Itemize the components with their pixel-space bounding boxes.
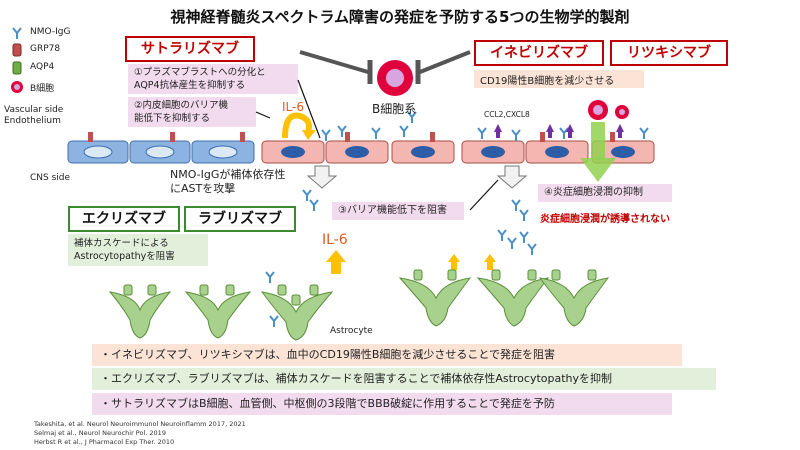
note-satra-1: ①プラズマブラストへの分化と AQP4抗体産生を抑制する <box>128 64 298 94</box>
summary-1: ・イネビリズマブ、リツキシマブは、血中のCD19陽性B細胞を減少させることで発症… <box>92 344 682 366</box>
hollow-arrow-right <box>496 165 528 189</box>
note-satra-2: ②内皮細胞のバリア機 能低下を抑制する <box>128 97 256 127</box>
label-il6-top: IL-6 <box>282 100 304 114</box>
astrocyte-group-right <box>398 269 610 327</box>
summary-2: ・エクリズマブ、ラブリズマブは、補体カスケードを阻害することで補体依存性Astr… <box>92 368 716 390</box>
label-ccl: CCL2,CXCL8 <box>484 110 530 119</box>
reference-3: Herbst R et al., J Pharmacol Exp Ther. 2… <box>34 438 175 446</box>
hollow-arrow-left <box>306 165 338 189</box>
note-inflam-red: 炎症細胞浸潤が誘導されない <box>540 214 670 225</box>
note-cd19: CD19陽性B細胞を減少させる <box>474 70 644 88</box>
note-barrier: ③バリア機能低下を阻害 <box>332 202 464 220</box>
antibody-icon <box>12 27 22 39</box>
b-cells-right <box>588 100 629 120</box>
drug-rituximab: リツキシマブ <box>610 40 728 66</box>
label-cns-side: CNS side <box>30 173 71 183</box>
note-inflam: ④炎症細胞浸潤の抑制 <box>538 184 672 202</box>
label-b-cell-system: B細胞系 <box>372 102 417 116</box>
reference-1: Takeshita, et al. Neurol Neuroimmunol Ne… <box>34 420 246 428</box>
endothelium-row <box>67 132 655 164</box>
inhibition-bar-right <box>415 50 471 84</box>
astrocyte-group-left <box>108 284 334 341</box>
legend-label-grp78: GRP78 <box>30 44 61 54</box>
legend-label-aqp4: AQP4 <box>30 62 55 72</box>
il6-curved-arrow <box>282 112 316 140</box>
inhibition-bar-left <box>299 50 373 84</box>
aqp4-cylinder-icon <box>12 61 22 75</box>
drug-eculizumab: エクリズマブ <box>68 206 180 232</box>
b-cell-icon <box>11 81 23 93</box>
label-astrocyte: Astrocyte <box>330 326 373 336</box>
chemokine-arrows <box>494 124 624 138</box>
label-il6-mid: IL-6 <box>322 232 348 248</box>
label-nmo-attack: NMO-IgGが補体依存性 にASTを攻撃 <box>170 168 286 195</box>
b-cell-system-icon <box>377 60 413 96</box>
antibodies-cns <box>265 189 537 327</box>
grp78-cylinder-icon <box>12 43 22 57</box>
legend: NMO-IgG GRP78 AQP4 B細胞 <box>6 26 116 104</box>
note-complement: 補体カスケードによる Astrocytopathyを阻害 <box>68 234 208 266</box>
drug-ravulizumab: ラブリズマブ <box>184 206 296 232</box>
drug-satralizumab: サトラリズマブ <box>125 36 255 62</box>
label-vascular-side: Vascular side Endothelium <box>4 105 64 126</box>
inflammation-arrow <box>580 122 616 182</box>
il6-up-arrows <box>326 250 496 274</box>
drug-inebilizumab: イネビリズマブ <box>474 40 604 66</box>
page-title: 視神経脊髄炎スペクトラム障害の発症を予防する5つの生物学的製剤 <box>170 8 630 26</box>
legend-label-nmo: NMO-IgG <box>30 27 71 37</box>
legend-label-bcell: B細胞 <box>30 84 55 94</box>
reference-2: Selmaj et al., Neurol Neurochir Pol. 201… <box>34 429 166 437</box>
summary-3: ・サトラリズマブはB細胞、血管側、中枢側の3段階でBBB破綻に作用することで発症… <box>92 393 672 415</box>
antibodies-vascular <box>321 111 649 141</box>
references: Takeshita, et al. Neurol Neuroimmunol Ne… <box>34 420 354 447</box>
